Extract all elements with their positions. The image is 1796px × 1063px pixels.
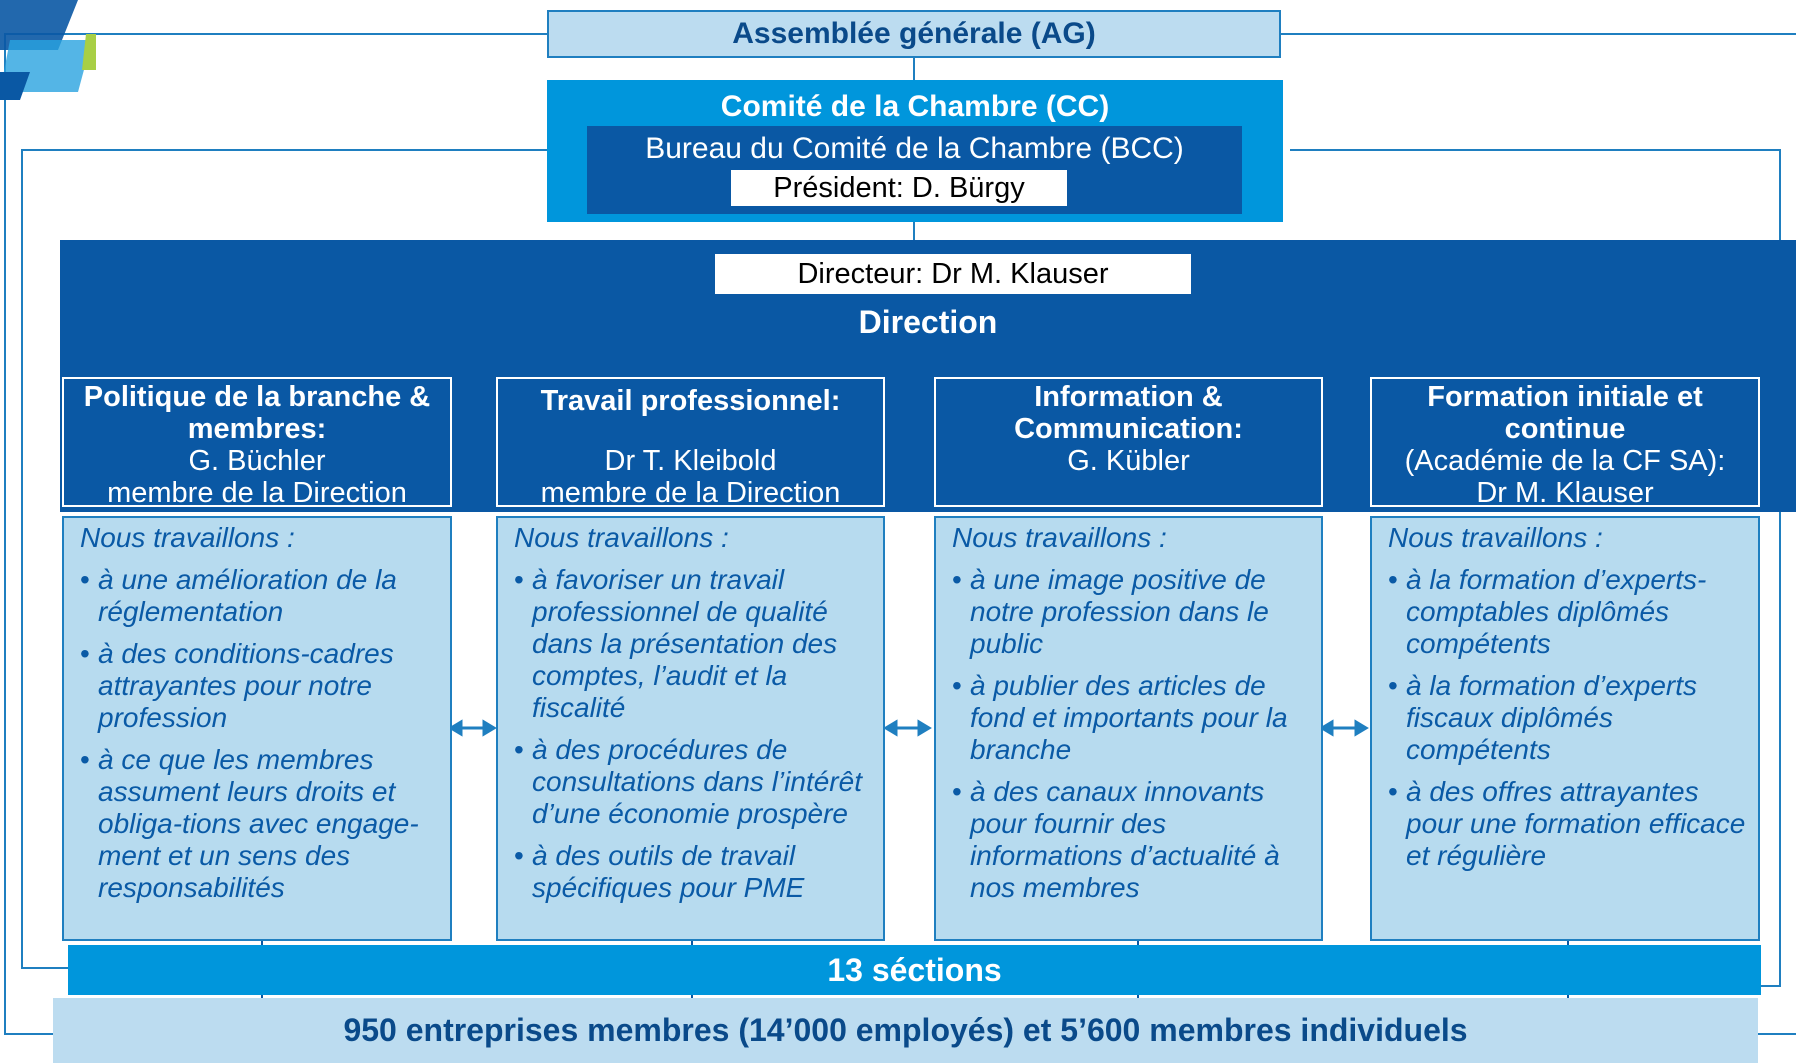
- dept-title: Information & Communication:: [1014, 381, 1243, 445]
- work-item: à des outils de travail spécifiques pour…: [514, 840, 875, 904]
- work-intro: Nous travaillons :: [514, 522, 729, 553]
- work-item: à publier des articles de fond et import…: [952, 670, 1313, 766]
- dept-person: Dr T. Kleibold: [604, 445, 777, 477]
- director-box: Directeur: Dr M. Klauser: [715, 254, 1191, 294]
- dept-information: Information & Communication: G. Kübler: [934, 377, 1323, 507]
- dept-title: Travail professionnel:: [540, 385, 841, 417]
- bureau-box: Bureau du Comité de la Chambre (BCC) Pré…: [587, 126, 1242, 214]
- dept-title: Formation initiale et continue: [1427, 381, 1703, 445]
- assemblee-generale-box: Assemblée générale (AG): [547, 10, 1281, 58]
- work-item: à des procédures de consultations dans l…: [514, 734, 875, 830]
- work-item: à la formation d’experts-comptables dipl…: [1388, 564, 1750, 660]
- work-item: à des conditions-cadres attrayantes pour…: [80, 638, 442, 734]
- work-item: à des canaux innovants pour fournir des …: [952, 776, 1313, 904]
- work-box-information: Nous travaillons : à une image positive …: [934, 516, 1323, 941]
- sections-bar: 13 séctions: [68, 945, 1761, 995]
- work-intro: Nous travaillons :: [80, 522, 295, 553]
- dept-role: Dr M. Klauser: [1476, 477, 1654, 509]
- dept-title: Politique de la branche & membres:: [83, 381, 431, 445]
- work-intro: Nous travaillons :: [952, 522, 1167, 553]
- dept-person: G. Büchler: [188, 445, 326, 477]
- work-item: à favoriser un travail professionnel de …: [514, 564, 875, 724]
- ag-label: Assemblée générale (AG): [732, 17, 1096, 50]
- cc-title: Comité de la Chambre (CC): [720, 90, 1110, 123]
- work-item: à ce que les membres assument leurs droi…: [80, 744, 442, 904]
- direction-title: Direction: [858, 304, 998, 340]
- cc-right-connector: [1290, 149, 1781, 987]
- comite-chambre-box: Comité de la Chambre (CC) Bureau du Comi…: [547, 80, 1283, 222]
- director-label: Directeur: Dr M. Klauser: [797, 257, 1109, 290]
- president-label: Président: D. Bürgy: [773, 171, 1025, 204]
- sections-label: 13 séctions: [827, 951, 1002, 988]
- dept-formation: Formation initiale et continue (Académie…: [1370, 377, 1760, 509]
- work-item: à une image positive de notre profession…: [952, 564, 1313, 660]
- dept-person: (Académie de la CF SA):: [1404, 445, 1726, 477]
- members-bar: 950 entreprises membres (14’000 employés…: [53, 998, 1758, 1063]
- work-item: à la formation d’experts fiscaux diplômé…: [1388, 670, 1750, 766]
- work-item: à une amélioration de la réglementation: [80, 564, 442, 628]
- president-box: Président: D. Bürgy: [729, 168, 1069, 208]
- dept-person: G. Kübler: [1067, 445, 1190, 477]
- dept-politique: Politique de la branche & membres: G. Bü…: [62, 377, 452, 509]
- work-box-travail: Nous travaillons : à favoriser un travai…: [496, 516, 885, 941]
- bureau-title: Bureau du Comité de la Chambre (BCC): [645, 132, 1184, 165]
- dept-role: membre de la Direction: [107, 477, 407, 509]
- work-box-politique: Nous travaillons : à une amélioration de…: [62, 516, 452, 941]
- ag-members-connector: [4, 33, 547, 1035]
- cc-sections-connector: [21, 149, 547, 969]
- work-box-formation: Nous travaillons : à la formation d’expe…: [1370, 516, 1760, 941]
- logo-graphic: [0, 0, 96, 100]
- work-intro: Nous travaillons :: [1388, 522, 1603, 553]
- dept-role: membre de la Direction: [540, 477, 841, 509]
- members-label: 950 entreprises membres (14’000 employés…: [343, 1012, 1468, 1048]
- dept-travail: Travail professionnel: Dr T. Kleibold me…: [496, 377, 885, 509]
- work-item: à des offres attrayantes pour une format…: [1388, 776, 1750, 872]
